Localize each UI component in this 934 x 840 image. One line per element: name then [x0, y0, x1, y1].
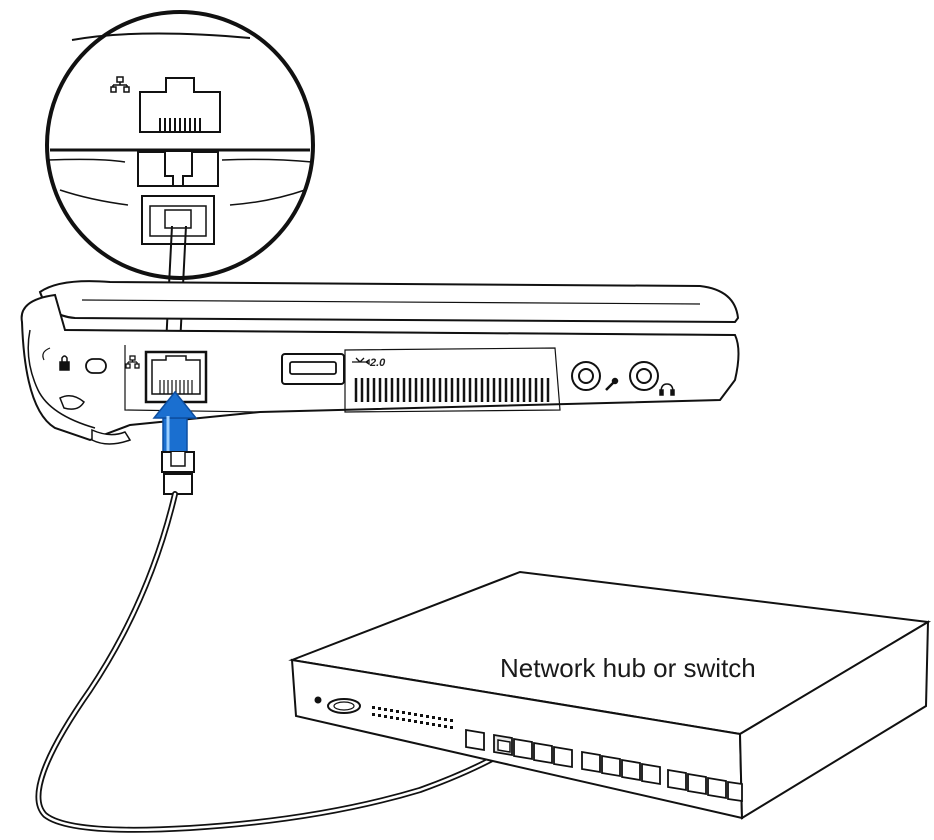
switch-label: Network hub or switch	[500, 653, 756, 683]
magnifier-inset	[45, 10, 315, 280]
network-icon	[125, 355, 140, 369]
ethernet-plug[interactable]	[161, 451, 195, 495]
usb-port[interactable]	[281, 353, 345, 385]
lock-icon	[59, 355, 70, 371]
network-icon	[110, 76, 130, 93]
headphone-jack[interactable]	[629, 361, 659, 391]
kensington-slot	[85, 358, 107, 374]
ethernet-plug-zoomed	[137, 151, 219, 245]
vent-grille	[354, 378, 550, 402]
microphone-jack[interactable]	[571, 361, 601, 391]
headphone-icon	[659, 383, 675, 396]
laptop	[20, 280, 740, 445]
magnifier-circle	[45, 10, 315, 280]
status-led-grid	[372, 706, 453, 729]
ethernet-port-zoomed	[139, 77, 221, 133]
usb-version-label: 2.0	[369, 357, 386, 369]
usb-icon	[352, 357, 370, 366]
microphone-icon	[605, 377, 619, 391]
network-switch	[288, 570, 932, 820]
switch-ethernet-plug	[497, 739, 511, 753]
power-indicator	[314, 696, 322, 704]
